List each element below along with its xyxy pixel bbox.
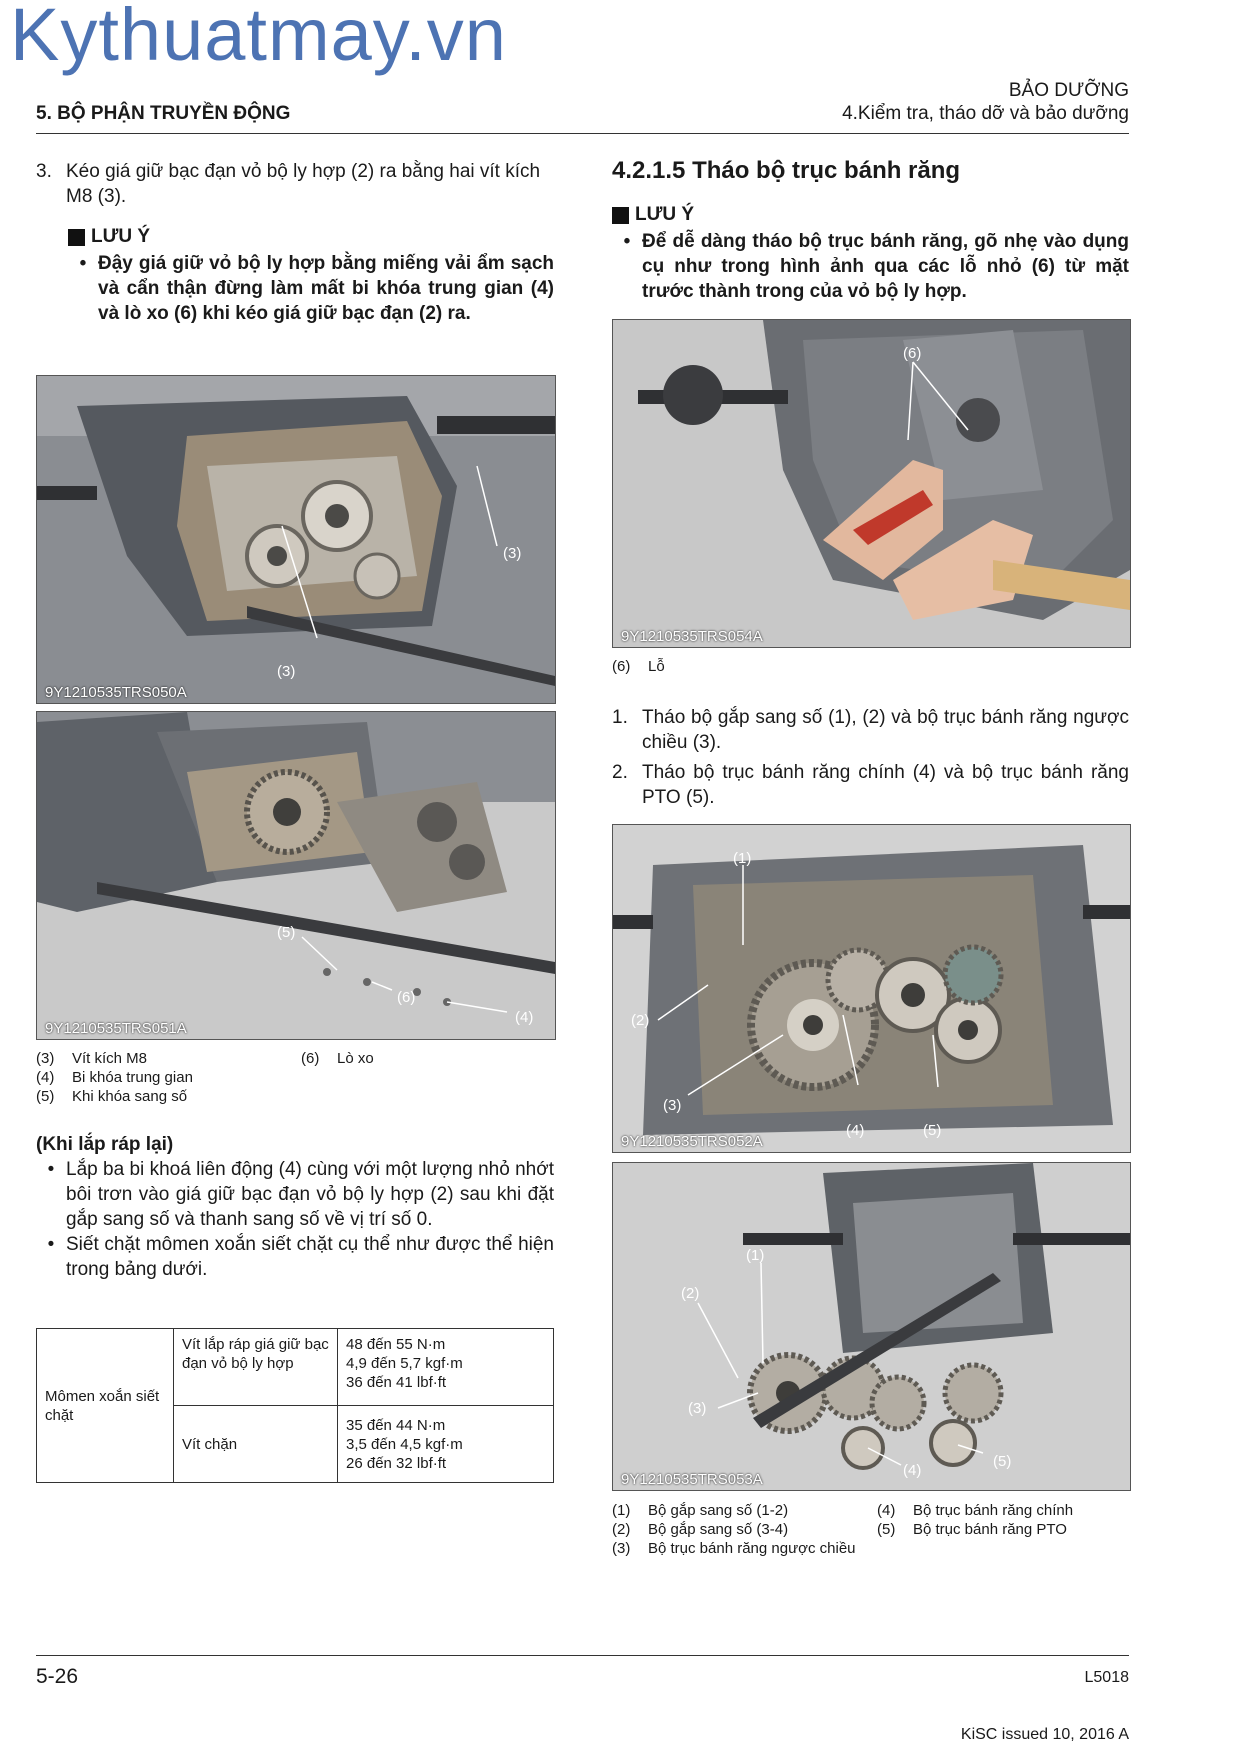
note-square-icon [612,206,629,224]
callout-4: (4) [846,1122,864,1139]
callout-3b: (3) [277,663,295,680]
caption-item: (1)Bộ gắp sang số (1-2) [612,1502,789,1519]
left-captions-col2: (6)Lò xo [301,1049,554,1068]
callout-4: (4) [903,1462,921,1479]
caption-item: (3)Vít kích M8 [36,1050,148,1067]
footer-rule [36,1655,1129,1656]
callout-6: (6) [397,989,415,1006]
callout-3: (3) [688,1400,706,1417]
step-text: Kéo giá giữ bạc đạn vỏ bộ ly hợp (2) ra … [66,161,541,207]
issue-info: KiSC issued 10, 2016 A [960,1726,1129,1743]
reassembly-item: • Siết chặt mômen xoắn siết chặt cụ thể … [47,1234,554,1280]
caption-item: (2)Bộ gắp sang số (3-4) [612,1521,789,1538]
reassembly-title: (Khi lắp ráp lại) [36,1134,174,1155]
torque-label: Mômen xoắn siết chặt [36,1328,174,1483]
reassembly-list: • Lắp ba bi khoá liên động (4) cùng với … [36,1157,554,1282]
photo-051a: (5) (6) (4) 9Y1210535TRS051A [36,711,556,1040]
note-title: LƯU Ý [635,204,695,225]
step-1: 1.Tháo bộ gắp sang số (1), (2) và bộ trụ… [612,707,1129,753]
callout-5: (5) [923,1122,941,1139]
step-number: 3. [36,161,52,182]
photo-id: 9Y1210535TRS053A [621,1471,763,1488]
step-2: 2.Tháo bộ trục bánh răng chính (4) và bộ… [612,762,1129,808]
section-heading: 4.2.1.5 Tháo bộ trục bánh răng [612,157,961,184]
subsection-title: 4.Kiểm tra, tháo dỡ và bảo dưỡng [842,103,1129,124]
note-text: Để dễ dàng tháo bộ trục bánh răng, gõ nh… [642,231,1129,302]
callout-1: (1) [746,1247,764,1264]
callout-2: (2) [681,1285,699,1302]
photo-050a: (3) (3) 9Y1210535TRS050A [36,375,556,704]
photo-054a: (6) 9Y1210535TRS054A [612,319,1131,648]
caption-item: (5)Khi khóa sang số [36,1088,188,1105]
note-body: • Để dễ dàng tháo bộ trục bánh răng, gõ … [612,229,1129,304]
bullet-icon: • [623,231,631,252]
note-heading: LƯU Ý [612,204,694,226]
torque-item: Vít chặn [173,1405,338,1483]
callout-1: (1) [733,850,751,867]
caption-item: (3)Bộ trục bánh răng ngược chiều [612,1540,856,1557]
section-title: 5. BỘ PHẬN TRUYỀN ĐỘNG [36,103,291,124]
bullet-icon: • [79,253,87,274]
caption-item: (4)Bi khóa trung gian [36,1069,193,1086]
model-code: L5018 [1084,1669,1130,1686]
photo-id: 9Y1210535TRS050A [45,684,187,701]
callout-5: (5) [993,1453,1011,1470]
page-number: 5-26 [36,1665,79,1688]
callout-4: (4) [515,1009,533,1026]
reassembly-item: • Lắp ba bi khoá liên động (4) cùng với … [47,1159,554,1230]
note-heading: LƯU Ý [68,226,150,248]
category-title: BẢO DƯỠNG [1008,80,1129,101]
torque-values: 35 đến 44 N·m 3,5 đến 4,5 kgf·m 26 đến 3… [337,1405,554,1483]
note-text: Đậy giá giữ vỏ bộ ly hợp bằng miếng vải … [98,253,554,324]
left-captions-col1: (3)Vít kích M8 (4)Bi khóa trung gian (5)… [36,1049,296,1106]
photo-052a: (1) (2) (3) (4) (5) 9Y1210535TRS052A [612,824,1131,1153]
caption-item: (4)Bộ trục bánh răng chính [877,1502,1074,1519]
header-rule [36,133,1129,134]
caption-item: (6)Lò xo [301,1050,374,1067]
steps-list: 1.Tháo bộ gắp sang số (1), (2) và bộ trụ… [612,705,1129,810]
right-captions-col1: (1)Bộ gắp sang số (1-2) (2)Bộ gắp sang s… [612,1501,862,1558]
callout-5: (5) [277,924,295,941]
note-body: • Đậy giá giữ vỏ bộ ly hợp bằng miếng vả… [68,251,554,326]
caption-item: (6)Lỗ [612,658,665,675]
torque-values: 48 đến 55 N·m 4,9 đến 5,7 kgf·m 36 đến 4… [337,1328,554,1406]
photo-id: 9Y1210535TRS054A [621,628,763,645]
callout-3a: (3) [503,545,521,562]
note-title: LƯU Ý [91,226,151,247]
callout-3: (3) [663,1097,681,1114]
photo-id: 9Y1210535TRS052A [621,1133,763,1150]
note-square-icon [68,228,85,246]
watermark: Kythuatmay.vn [10,0,507,76]
torque-table: Mômen xoắn siết chặt Vít lắp ráp giá giữ… [36,1328,554,1483]
photo-id: 9Y1210535TRS051A [45,1020,187,1037]
callout-6: (6) [903,345,921,362]
callout-2: (2) [631,1012,649,1029]
torque-item: Vít lắp ráp giá giữ bạc đạn vỏ bộ ly hợp [173,1328,338,1406]
step-3: 3. Kéo giá giữ bạc đạn vỏ bộ ly hợp (2) … [36,159,554,209]
caption-item: (5)Bộ trục bánh răng PTO [877,1521,1067,1538]
photo-053a: (1) (2) (3) (4) (5) 9Y1210535TRS053A [612,1162,1131,1491]
right-captions-col2: (4)Bộ trục bánh răng chính (5)Bộ trục bá… [877,1501,1129,1539]
